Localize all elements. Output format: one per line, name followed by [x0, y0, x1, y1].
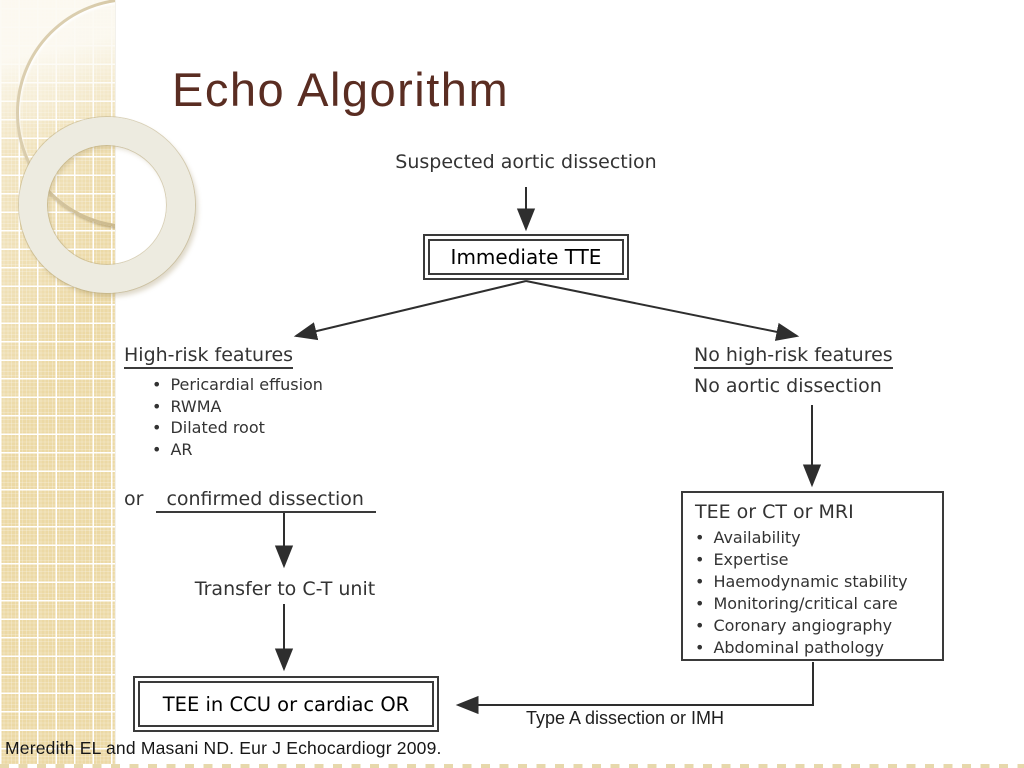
- list-item: RWMA: [152, 396, 323, 418]
- page-title: Echo Algorithm: [172, 63, 510, 116]
- node-immediate-tte-box: Immediate TTE: [423, 234, 629, 280]
- confirmed-dissection-text: confirmed dissection: [156, 488, 376, 513]
- node-tee-ccu-box: TEE in CCU or cardiac OR: [133, 676, 439, 732]
- node-or-confirmed-dissection: or confirmed dissection: [124, 488, 376, 513]
- immediate-tte-label: Immediate TTE: [450, 245, 602, 269]
- list-item: AR: [152, 439, 323, 461]
- node-tee-ct-mri-box: TEE or CT or MRI Availability Expertise …: [681, 491, 944, 661]
- list-item: Haemodynamic stability: [695, 571, 942, 593]
- list-item: Abdominal pathology: [695, 637, 942, 659]
- high-risk-heading-text: High-risk features: [124, 344, 294, 369]
- node-suspected-aortic-dissection: Suspected aortic dissection: [395, 151, 657, 173]
- connector-label-type-a: Type A dissection or IMH: [525, 708, 725, 728]
- list-item: Expertise: [695, 549, 942, 571]
- high-risk-bullet-list: Pericardial effusion RWMA Dilated root A…: [152, 374, 323, 460]
- citation-text: Meredith EL and Masani ND. Eur J Echocar…: [5, 738, 442, 758]
- list-item: Pericardial effusion: [152, 374, 323, 396]
- tee-ct-mri-bullet-list: Availability Expertise Haemodynamic stab…: [695, 527, 942, 659]
- no-high-risk-heading-text: No high-risk features: [694, 344, 893, 369]
- node-transfer-ct-unit: Transfer to C-T unit: [194, 578, 376, 600]
- list-item: Availability: [695, 527, 942, 549]
- tee-ct-mri-title: TEE or CT or MRI: [695, 501, 854, 523]
- slide-bottom-texture: [0, 764, 1024, 768]
- node-no-aortic-dissection: No aortic dissection: [694, 375, 882, 397]
- node-high-risk-heading: High-risk features: [124, 344, 294, 369]
- or-prefix: or: [124, 488, 144, 510]
- list-item: Monitoring/critical care: [695, 593, 942, 615]
- arrow-tte-to-nohighrisk: [525, 280, 800, 341]
- tee-ccu-label: TEE in CCU or cardiac OR: [162, 692, 410, 716]
- arrow-tte-to-highrisk: [293, 280, 527, 341]
- list-item: Dilated root: [152, 417, 323, 439]
- connector-teect-to-teeccu: [455, 662, 814, 715]
- list-item: Coronary angiography: [695, 615, 942, 637]
- node-no-high-risk-heading: No high-risk features: [694, 344, 893, 369]
